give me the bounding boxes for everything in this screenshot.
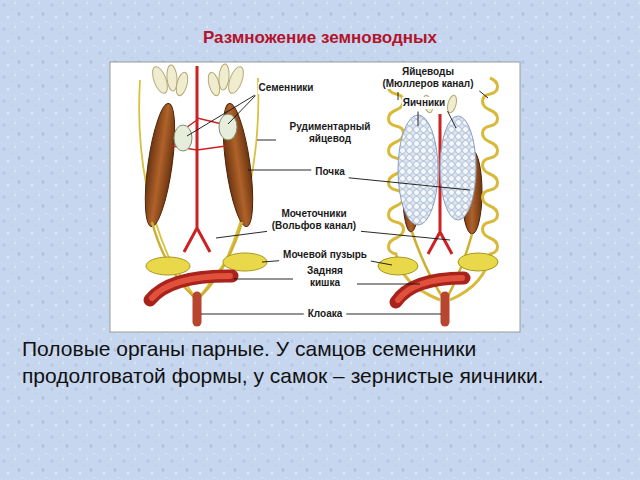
- leader-line: [201, 314, 304, 315]
- leader-line: [448, 111, 456, 128]
- caption-text: Половые органы парные. У самцов семенник…: [22, 336, 592, 390]
- part-label: Яичники: [402, 97, 446, 109]
- bladder-lobe: [146, 257, 190, 275]
- part-label: Клоака: [307, 308, 344, 320]
- vessel-branch: [172, 118, 226, 150]
- leader-line: [349, 178, 470, 190]
- leader-line: [357, 284, 420, 285]
- rudimentary-oviduct: [139, 80, 197, 300]
- fat-body: [446, 94, 458, 113]
- leader-line: [228, 96, 255, 124]
- leader-line: [257, 140, 276, 141]
- bladder-lobe: [458, 253, 498, 271]
- leader-line: [479, 91, 488, 98]
- part-label: Мочеточники (Вольфов канал): [270, 208, 358, 231]
- bladder-lobe: [223, 253, 267, 271]
- hind-gut-highlight: [398, 278, 462, 300]
- part-label: Почка: [314, 166, 345, 178]
- kidney: [139, 102, 180, 228]
- leader-line: [346, 314, 441, 315]
- leader-line: [418, 112, 419, 127]
- part-label: Рудиментарный яйцевод: [279, 121, 381, 144]
- ovary: [398, 115, 438, 225]
- hind-gut-highlight: [152, 276, 230, 298]
- leader-line: [262, 261, 279, 262]
- bladder-lobe: [378, 257, 418, 275]
- part-label: Мочевой пузырь: [282, 249, 368, 261]
- part-label: Яйцеводы (Мюллеров канал): [379, 66, 477, 89]
- testis: [174, 125, 192, 151]
- cloaca: [441, 296, 450, 322]
- leader-line: [216, 231, 267, 238]
- fat-body: [226, 65, 247, 95]
- blood-vessel: [184, 66, 210, 252]
- slide-title: Размножение земноводных: [0, 28, 640, 48]
- leader-line: [187, 95, 255, 136]
- leader-line: [398, 92, 399, 100]
- cloaca: [193, 296, 202, 322]
- picture-panel: [110, 62, 520, 332]
- leader-line: [361, 231, 450, 240]
- leader-line: [248, 170, 311, 171]
- kidney: [217, 102, 258, 228]
- leader-line: [371, 261, 392, 265]
- part-label: Задняя кишка: [296, 265, 354, 288]
- hind-gut: [396, 278, 464, 302]
- part-label: Семенники: [258, 82, 315, 94]
- ovary: [440, 116, 476, 220]
- fat-body: [174, 71, 190, 97]
- hind-gut: [150, 276, 232, 300]
- leader-line: [234, 279, 293, 280]
